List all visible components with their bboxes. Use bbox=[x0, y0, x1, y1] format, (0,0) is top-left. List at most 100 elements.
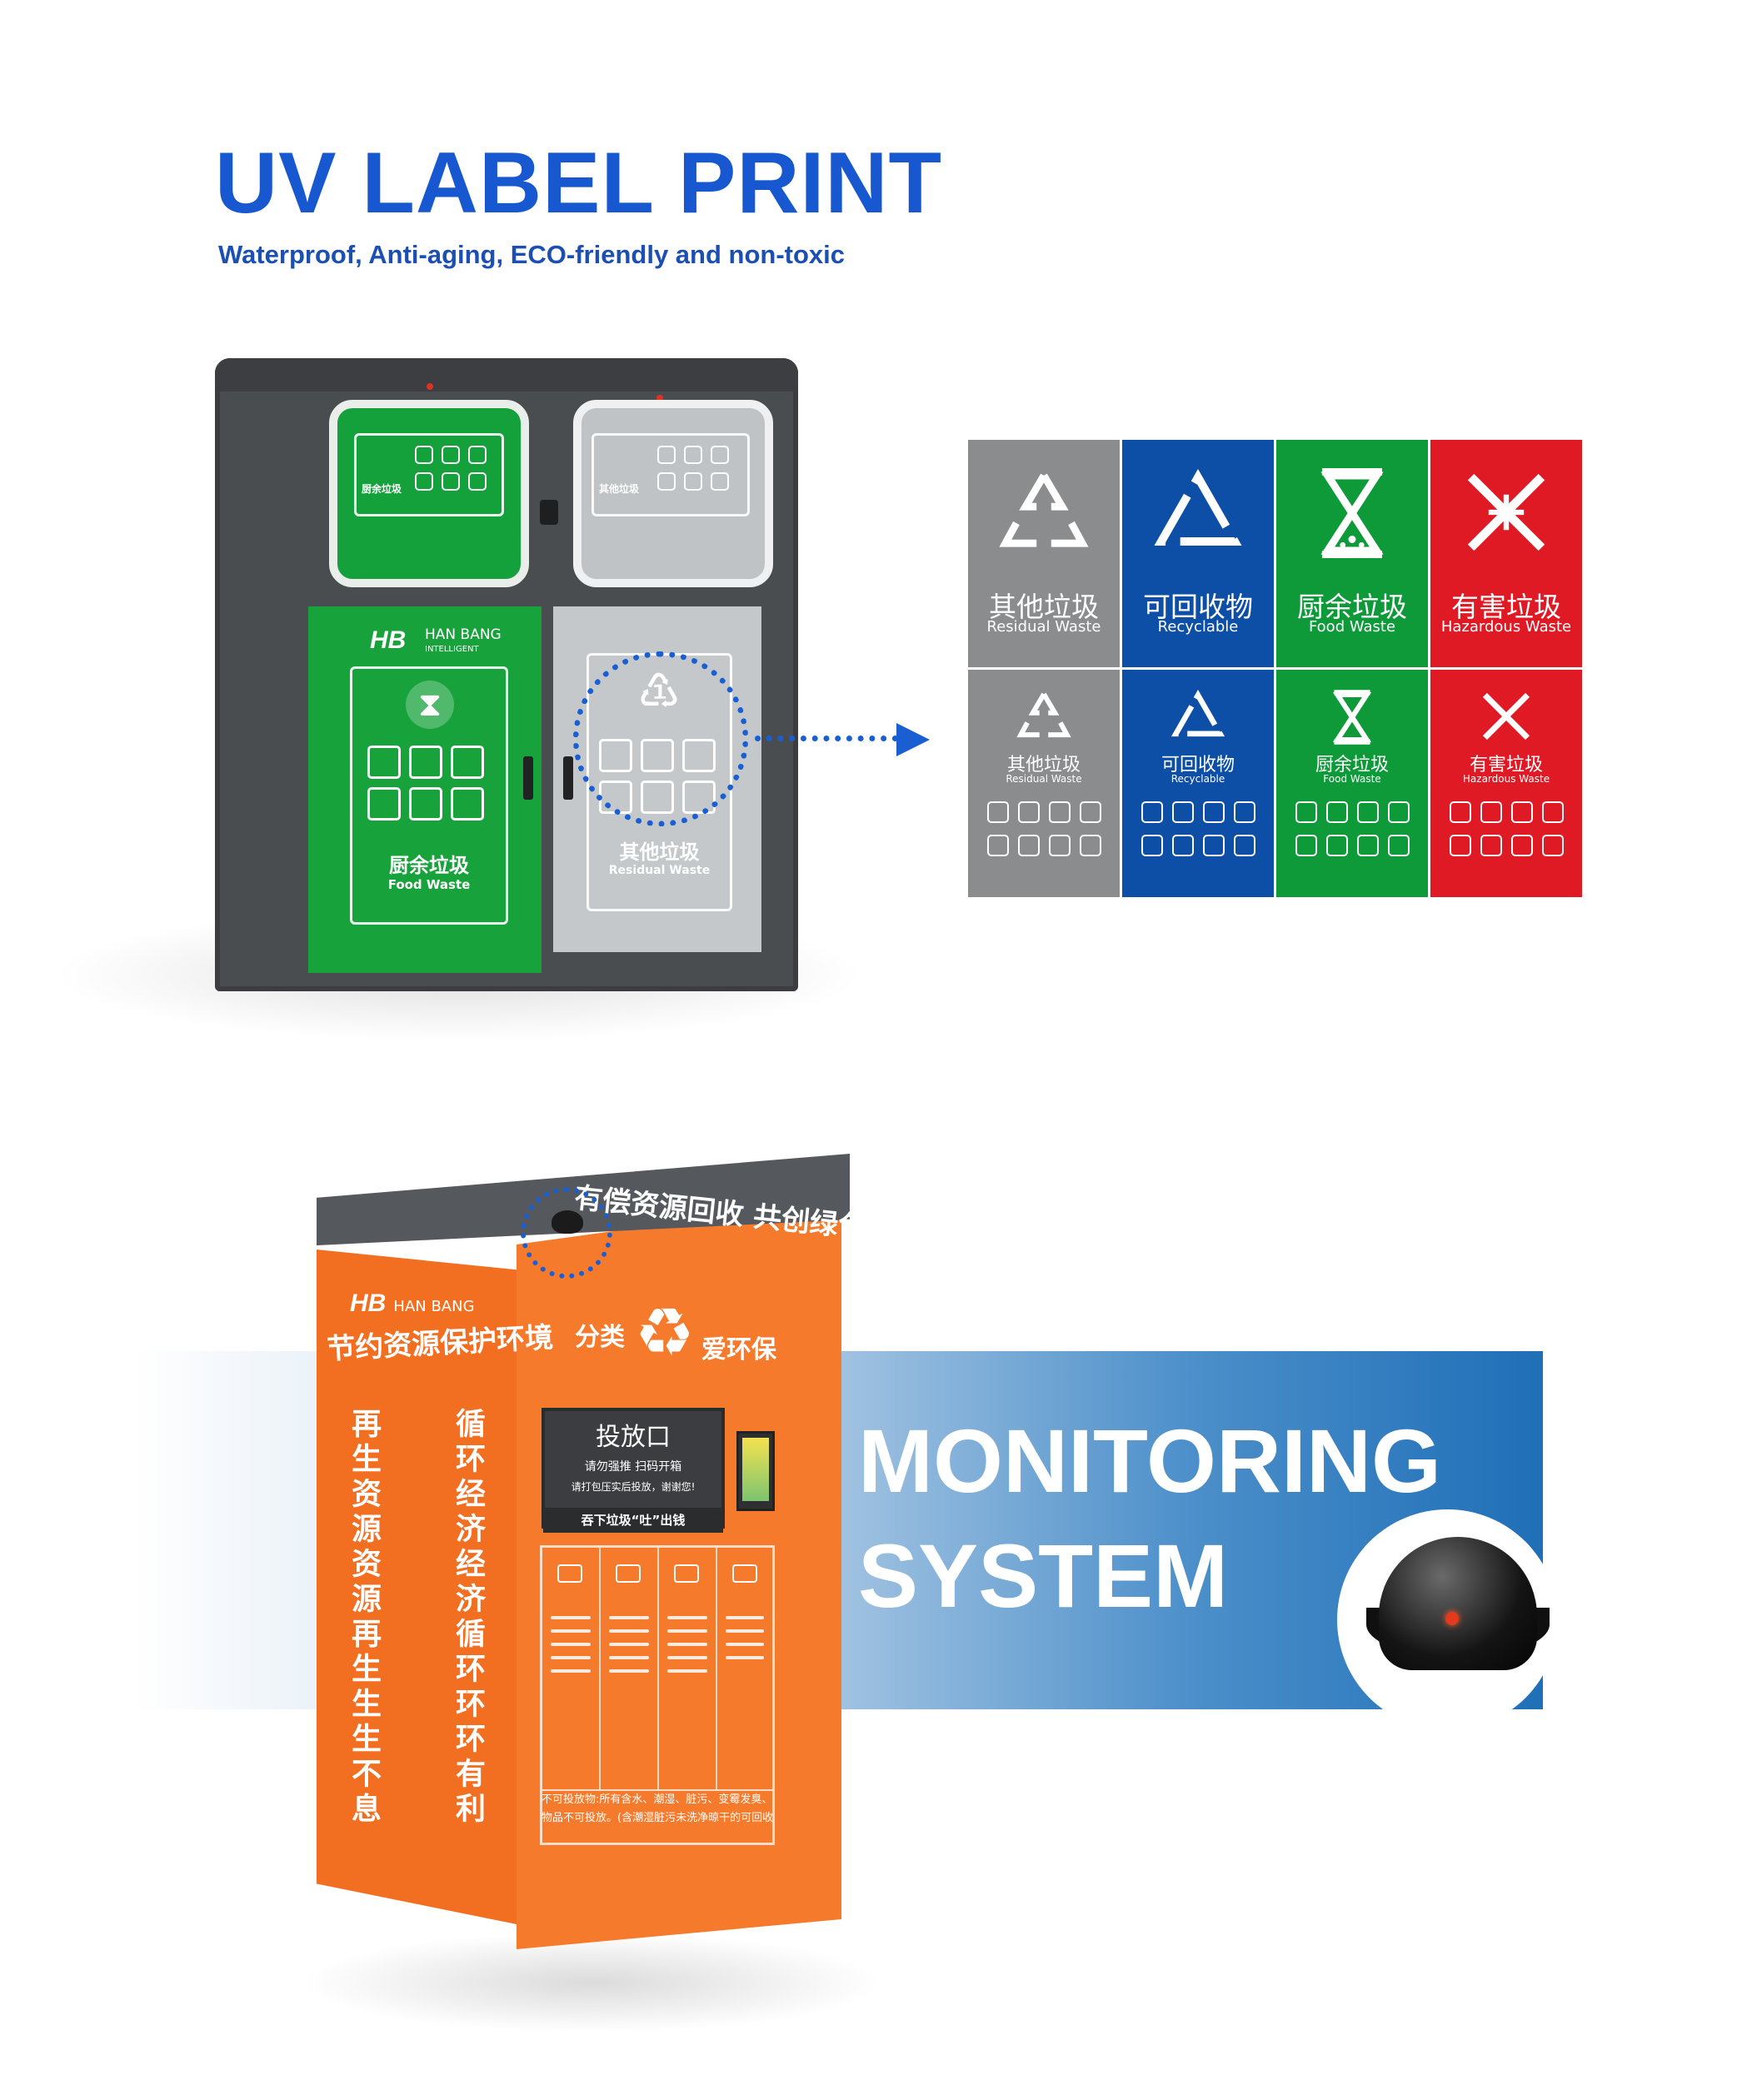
item-icon-grid bbox=[985, 801, 1103, 856]
brand-logo: HB bbox=[370, 626, 407, 654]
slot-title: 投放口 bbox=[596, 1423, 671, 1452]
sign-label-en: Recyclable bbox=[1157, 618, 1239, 636]
hazard-cross-icon bbox=[1482, 692, 1530, 741]
recycle-icon: ♻ bbox=[635, 1294, 695, 1371]
residual-label-en: Residual Waste bbox=[608, 864, 711, 877]
page-title: UV LABEL PRINT bbox=[215, 135, 943, 232]
callout-circle bbox=[573, 651, 748, 826]
sign-label-cn: 其他垃圾 bbox=[1006, 755, 1081, 776]
recycle-open-arrows-icon bbox=[999, 473, 1089, 547]
item-icon-grid bbox=[1447, 801, 1565, 856]
item-icon-grid bbox=[1139, 801, 1257, 856]
kiosk-notice: 不可投放物:所有含水、潮湿、脏污、变霉发臭、危险有毒的 物品不可投放。(含潮湿脏… bbox=[542, 1791, 773, 1843]
notice-line-1: 不可投放物:所有含水、潮湿、脏污、变霉发臭、危险有毒的 bbox=[542, 1793, 773, 1806]
mini-label-cn: 厨余垃圾 bbox=[362, 483, 402, 495]
camera-callout-circle bbox=[521, 1187, 612, 1279]
sign-label-cn: 其他垃圾 bbox=[989, 591, 1099, 623]
sign-label-en: Hazardous Waste bbox=[1462, 773, 1550, 785]
brand-name: HAN BANG bbox=[425, 626, 502, 643]
kiosk-left-vertical-text: 再生资源资源再生生生不息 bbox=[347, 1408, 381, 1828]
kiosk-brand: HB HAN BANG bbox=[350, 1289, 475, 1317]
sign-residual-large: 其他垃圾 Residual Waste bbox=[968, 440, 1122, 670]
mini-icon-grid bbox=[657, 446, 729, 491]
sign-label-cn: 有害垃圾 bbox=[1451, 591, 1561, 623]
food-label-cn: 厨余垃圾 bbox=[389, 854, 469, 877]
hourglass-icon: ⧗ bbox=[406, 681, 454, 729]
kiosk-camera-icon bbox=[552, 1210, 583, 1234]
notice-line-2: 物品不可投放。(含潮湿脏污未洗净晾干的可回收物) bbox=[542, 1812, 773, 1824]
camera-lens-icon bbox=[1445, 1612, 1459, 1625]
hourglass-icon bbox=[1320, 468, 1384, 558]
slot-strip: 吞下垃圾“吐”出钱 bbox=[543, 1508, 723, 1533]
category-tag bbox=[674, 1564, 699, 1583]
door-handle[interactable] bbox=[523, 756, 533, 800]
kiosk-category-board bbox=[540, 1545, 775, 1845]
mini-label-cn: 其他垃圾 bbox=[599, 483, 640, 495]
sign-recyclable-small: 可回收物 Recyclable bbox=[1122, 670, 1276, 900]
scanner-icon bbox=[540, 500, 558, 525]
sign-label-en: Hazardous Waste bbox=[1440, 618, 1572, 636]
food-waste-window: 厨余垃圾 bbox=[329, 400, 529, 587]
sign-label-cn: 厨余垃圾 bbox=[1297, 591, 1407, 623]
sign-label-en: Food Waste bbox=[1308, 618, 1396, 636]
food-waste-mini-label: 厨余垃圾 bbox=[354, 433, 504, 516]
sign-food-small: 厨余垃圾 Food Waste bbox=[1276, 670, 1430, 900]
sign-label-cn: 有害垃圾 bbox=[1469, 755, 1543, 776]
kiosk-fenlei: 分类 bbox=[575, 1323, 625, 1352]
brand-sub: INTELLIGENT bbox=[425, 645, 479, 654]
item-icon-grid bbox=[1293, 801, 1411, 856]
sign-hazardous-small: 有害垃圾 Hazardous Waste bbox=[1430, 670, 1585, 900]
hazard-cross-icon bbox=[1467, 473, 1545, 551]
kiosk-aihuanbao: 爱环保 bbox=[701, 1335, 776, 1364]
mini-icon-grid bbox=[415, 446, 487, 491]
sign-label-en: Food Waste bbox=[1323, 773, 1381, 785]
category-tag bbox=[616, 1564, 641, 1583]
callout-dotted-line bbox=[755, 736, 898, 741]
category-column bbox=[717, 1548, 772, 1789]
food-waste-door: HB HAN BANG INTELLIGENT ⧗ 厨余垃圾 Food Wast… bbox=[308, 606, 542, 973]
kiosk-front-panel bbox=[517, 1200, 841, 1949]
arrow-right-icon bbox=[896, 723, 930, 756]
kiosk-brand-name: HAN BANG bbox=[393, 1298, 475, 1315]
waste-sign-grid: 其他垃圾 Residual Waste 可回收物 Recyclable 厨余垃圾… bbox=[968, 440, 1585, 900]
sign-food-large: 厨余垃圾 Food Waste bbox=[1276, 440, 1430, 670]
category-column bbox=[659, 1548, 717, 1789]
sign-label-cn: 可回收物 bbox=[1143, 591, 1253, 623]
indicator-light bbox=[427, 383, 433, 390]
sign-residual-small: 其他垃圾 Residual Waste bbox=[968, 670, 1122, 900]
sign-label-en: Residual Waste bbox=[1006, 773, 1082, 785]
indicator-light bbox=[656, 395, 663, 402]
kiosk-right-vertical-text: 循环经济经济循环环环有利 bbox=[451, 1408, 485, 1828]
monitoring-title-line2: SYSTEM bbox=[858, 1525, 1229, 1626]
kiosk-shadow bbox=[300, 1933, 883, 2033]
slot-hint-2: 请打包压实后投放，谢谢您! bbox=[571, 1481, 696, 1493]
page-subtitle: Waterproof, Anti-aging, ECO-friendly and… bbox=[218, 240, 846, 269]
residual-mini-label: 其他垃圾 bbox=[591, 433, 750, 516]
sign-hazardous-large: 有害垃圾 Hazardous Waste bbox=[1430, 440, 1585, 670]
screen-display bbox=[742, 1438, 769, 1501]
board-divider bbox=[542, 1789, 772, 1791]
residual-waste-window: 其他垃圾 bbox=[573, 400, 773, 587]
sign-recyclable-large: 可回收物 Recyclable bbox=[1122, 440, 1276, 670]
bin-top bbox=[215, 358, 798, 392]
category-column bbox=[601, 1548, 659, 1789]
recycle-open-arrows-icon bbox=[1016, 692, 1071, 738]
category-column bbox=[542, 1548, 601, 1789]
slot-hint: 请勿强推 扫码开箱 bbox=[584, 1460, 682, 1474]
monitoring-title-line1: MONITORING bbox=[858, 1410, 1441, 1511]
sign-label-en: Residual Waste bbox=[986, 618, 1101, 636]
door-handle[interactable] bbox=[563, 756, 573, 800]
dome-camera-icon bbox=[1379, 1537, 1537, 1670]
food-waste-label: ⧗ 厨余垃圾 Food Waste bbox=[350, 666, 508, 925]
residual-label-cn: 其他垃圾 bbox=[619, 840, 700, 864]
sign-label-cn: 厨余垃圾 bbox=[1315, 755, 1389, 776]
sign-label-cn: 可回收物 bbox=[1160, 755, 1235, 776]
recycle-triangle-icon bbox=[1154, 469, 1242, 546]
kiosk-side-panel bbox=[317, 1250, 517, 1924]
recycle-triangle-icon bbox=[1170, 690, 1225, 737]
food-label-en: Food Waste bbox=[387, 877, 471, 892]
category-tag bbox=[557, 1564, 582, 1583]
hourglass-icon bbox=[1332, 690, 1372, 745]
food-icon-grid bbox=[367, 746, 484, 821]
category-tag bbox=[732, 1564, 757, 1583]
